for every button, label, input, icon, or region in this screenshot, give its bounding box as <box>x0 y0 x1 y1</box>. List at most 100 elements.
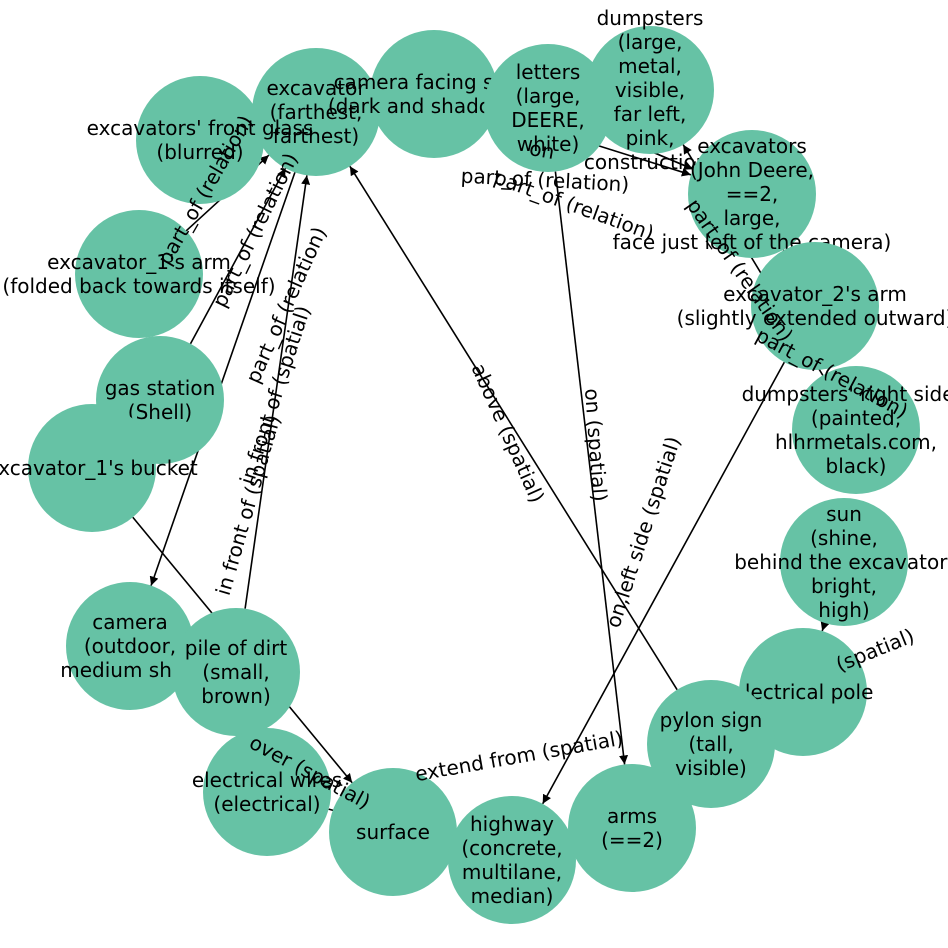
node-electrical-wires: electrical wires(electrical) <box>192 728 342 856</box>
node-label-line: excavators <box>697 134 807 158</box>
node-label-line: (outdoor, <box>84 634 176 658</box>
edge-label: extend from (spatial) <box>413 726 625 786</box>
node-label-line: visible) <box>675 756 747 780</box>
node-label-line: white) <box>517 132 580 156</box>
node-label-line: DEERE, <box>511 108 585 132</box>
node-circle <box>66 582 194 710</box>
node-circle <box>370 30 498 158</box>
node-label-line: large, <box>723 206 780 230</box>
node-highway: highway(concrete,multilane,median) <box>448 796 576 924</box>
node-circle <box>568 764 696 892</box>
node-label-line: (blurred) <box>156 140 243 164</box>
node-excavators: excavators(John Deere,==2,large,face jus… <box>613 130 892 258</box>
node-label-line: dumpsters <box>597 6 704 30</box>
node-label-line: (large, <box>516 84 581 108</box>
node-label-line: high) <box>818 598 869 622</box>
edge-excavator-camera <box>149 172 296 586</box>
node-label-line: visible, <box>615 78 685 102</box>
node-label-line: excavator <box>266 76 366 100</box>
node-label-line: (shine, <box>810 526 878 550</box>
edge-sun-electrical_pole <box>820 621 830 632</box>
node-surface: surface <box>329 768 457 896</box>
node-sun: sun(shine,behind the excavator,bright,hi… <box>734 498 948 626</box>
node-label-line: (small, <box>202 660 269 684</box>
node-label-line: sun <box>826 502 862 526</box>
node-label-line: (farthest, <box>270 100 363 124</box>
edge-pylon_sign-excavator <box>349 165 678 691</box>
node-pylon-sign: pylon sign(tall,visible) <box>647 680 775 808</box>
node-label-line: dumpsters' right side's <box>742 382 948 406</box>
node-label-line: face just left of the camera) <box>613 230 892 254</box>
node-circle <box>172 608 300 736</box>
node-pile-dirt: pile of dirt(small,brown) <box>172 608 300 736</box>
node-dumpsters: dumpsters(large,metal,visible,far left,p… <box>584 6 716 174</box>
node-label-line: median) <box>471 884 554 908</box>
node-label-line: gas station <box>105 376 216 400</box>
node-label-line: pile of dirt <box>185 636 288 660</box>
node-label-line: pylon sign <box>660 708 763 732</box>
node-label-line: (large, <box>618 30 683 54</box>
node-label-line: metal, <box>618 54 682 78</box>
node-circle <box>751 242 879 370</box>
node-label-line: letters <box>516 60 581 84</box>
node-circle <box>688 130 816 258</box>
node-label-line: pink, <box>626 126 675 150</box>
edge-arm2-highway <box>541 361 786 805</box>
node-label-line: (Shell) <box>128 400 192 424</box>
node-label-line: excavator_1's arm <box>47 250 231 274</box>
edge-label: on,left side (spatial) <box>601 433 685 630</box>
node-label-line: behind the excavator, <box>734 550 948 574</box>
node-excavator: excavator(farthest,farthest) <box>252 48 380 176</box>
node-label-line: camera <box>92 610 168 634</box>
node-arms: arms(==2) <box>568 764 696 892</box>
node-circle <box>28 404 156 532</box>
node-label-line: highway <box>470 812 554 836</box>
edge-label: on (spatial) <box>580 388 612 503</box>
node-label-line: bright, <box>811 574 877 598</box>
edge-label: (spatial) <box>832 623 917 676</box>
node-label-line: (==2) <box>601 828 663 852</box>
node-label-line: (tall, <box>688 732 733 756</box>
node-label-line: excavator_1's bucket <box>0 456 198 480</box>
node-label-line: hlhrmetals.com, <box>775 430 937 454</box>
node-front-glass: excavators' front glass(blurred) <box>87 76 314 204</box>
node-circle <box>203 728 331 856</box>
node-circle <box>647 680 775 808</box>
node-dumpsters-right: dumpsters' right side's(painted,hlhrmeta… <box>742 366 948 494</box>
node-label-line: arms <box>607 804 657 828</box>
node-label-line: (electrical) <box>213 792 320 816</box>
node-circle <box>252 48 380 176</box>
node-arm2: excavator_2's arm(slightly extended outw… <box>677 242 948 370</box>
node-label-line: (slightly extended outward) <box>677 306 948 330</box>
node-circle <box>792 366 920 494</box>
nodes-layer: excavator(farthest,farthest)camera facin… <box>0 6 948 924</box>
node-circle <box>448 796 576 924</box>
edge-gas_station-excavator <box>189 167 287 345</box>
node-circle <box>136 76 264 204</box>
node-circle <box>75 210 203 338</box>
node-label-line: far left, <box>614 102 687 126</box>
edge-pile_dirt-excavator <box>244 175 311 609</box>
edge-letters-arms <box>554 171 629 765</box>
edge-label: above (spatial) <box>467 360 550 507</box>
node-label-line: excavator_2's arm <box>723 282 907 306</box>
node-label-line: surface <box>356 820 430 844</box>
node-label-line: brown) <box>201 684 271 708</box>
node-letters: letters(large,DEERE,white) <box>484 44 612 172</box>
node-circle <box>329 768 457 896</box>
node-circle <box>484 44 612 172</box>
node-label-line: black) <box>826 454 887 478</box>
node-arm1: excavator_1's arm(folded back towards it… <box>2 210 276 338</box>
edge-label: on <box>528 136 557 164</box>
node-label-line: (John Deere, <box>690 158 814 182</box>
node-circle <box>586 26 714 154</box>
node-circle <box>780 498 908 626</box>
node-label-line: farthest) <box>273 124 359 148</box>
node-label-line: ==2, <box>726 182 779 206</box>
node-label-line: (concrete, <box>461 836 562 860</box>
node-bucket1: excavator_1's bucket <box>0 404 198 532</box>
node-label-line: electrical wires <box>192 768 342 792</box>
node-label-line: excavators' front glass <box>87 116 314 140</box>
node-label-line: (folded back towards itself) <box>2 274 275 298</box>
